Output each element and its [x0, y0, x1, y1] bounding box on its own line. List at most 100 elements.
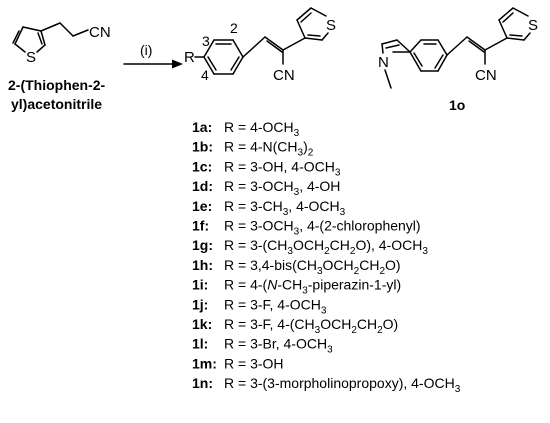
compound-id: 1k: — [192, 316, 212, 332]
substituent-text: , 4-(2-chlorophenyl) — [299, 218, 420, 234]
substituent-text: N — [267, 277, 278, 293]
substituent-text: OCH — [320, 316, 351, 332]
subscript: 2 — [350, 246, 356, 257]
subscript: 3 — [335, 167, 341, 178]
subscript: 2 — [324, 246, 330, 257]
substituent-text: R = 3-OCH — [224, 178, 294, 194]
subscript: 3 — [302, 286, 308, 297]
subscript: 2 — [377, 325, 383, 336]
substituent-row: 1i: R = 4-(N-CH3-piperazin-1-yl) — [192, 277, 401, 297]
subscript: 3 — [315, 325, 321, 336]
general-product-structure — [194, 7, 329, 75]
reaction-arrow — [123, 59, 183, 69]
substituent-row: 1k:R = 3-F, 4-(CH3OCH2CH2O) — [192, 316, 398, 336]
subscript: 3 — [317, 266, 323, 277]
subscript: 3 — [294, 128, 300, 139]
reactant-structure: S CN — [12, 22, 111, 66]
substituent-text: R = 3-(CH — [224, 237, 287, 253]
substituent-text: R = 3-OH, 4-OCH — [224, 158, 335, 174]
subscript: 2 — [308, 148, 314, 159]
compound-1o-label: 1o — [449, 97, 465, 113]
compound-id: 1a: — [192, 119, 212, 135]
compound-1o-nitrile-label: CN — [475, 67, 497, 84]
subscript: 3 — [422, 246, 428, 257]
substituent-text: CH — [357, 316, 377, 332]
reactant-name-line1: 2-(Thiophen-2- — [8, 77, 106, 93]
compound-id: 1h: — [192, 257, 213, 273]
substituent-row: 1l:R = 3-Br, 4-OCH3 — [192, 336, 333, 356]
subscript: 3 — [294, 227, 300, 238]
substituent-row: 1h:R = 3,4-bis(CH3OCH2CH2O) — [192, 257, 401, 277]
substituent-text: CH — [359, 257, 379, 273]
substituent-text: R = 3,4-bis(CH — [224, 257, 317, 273]
substituent-text: -CH — [277, 277, 302, 293]
compound-id: 1d: — [192, 178, 213, 194]
compound-id: 1g: — [192, 237, 213, 253]
product-r-label: R — [184, 49, 195, 66]
subscript: 3 — [327, 345, 333, 356]
substituent-row: 1b: R = 4-N(CH3)2 — [192, 139, 314, 159]
subscript: 2 — [379, 266, 385, 277]
subscript: 3 — [455, 384, 461, 395]
compound-id: 1j: — [192, 296, 208, 312]
compound-1o-thiophene-ring — [498, 7, 531, 41]
substituent-row: 1d: R = 3-OCH3, 4-OH — [192, 178, 340, 198]
substituent-text: OCH — [293, 237, 324, 253]
substituent-text: R = 4-N(CH — [224, 139, 298, 155]
position-4-label: 4 — [201, 67, 209, 83]
substituent-text: R = 4-( — [224, 277, 268, 293]
compound-id: 1e: — [192, 198, 212, 214]
substituent-text: O) — [383, 316, 399, 332]
indole-benzene-ring — [409, 39, 448, 72]
compound-1o-structure — [381, 7, 531, 89]
compound-id: 1b: — [192, 139, 213, 155]
subscript: 3 — [340, 207, 346, 218]
subscript: 3 — [294, 187, 300, 198]
substituent-row: 1n: R = 3-(3-morpholinopropoxy), 4-OCH3 — [192, 375, 461, 395]
substituent-text: R = 3-(3-morpholinopropoxy), 4-OCH — [224, 375, 455, 391]
compound-1o-nitrogen-label: N — [378, 54, 389, 71]
product-thiophene-ring — [296, 7, 329, 41]
compound-id: 1c: — [192, 158, 212, 174]
subscript: 2 — [351, 325, 357, 336]
substituent-row: 1a: R = 4-OCH3 — [192, 119, 300, 139]
substituent-text: R = 3-F, 4-OCH — [224, 296, 321, 312]
compound-id: 1m: — [192, 355, 217, 371]
reactant-name-line2: yl)acetonitrile — [11, 96, 102, 112]
substituent-text: R = 3-F, 4-(CH — [224, 316, 315, 332]
substituent-text: , 4-OH — [299, 178, 340, 194]
substituent-text: R = 3-OCH — [224, 218, 294, 234]
vinyl-linker — [242, 36, 306, 65]
substituent-text: R = 3-Br, 4-OCH — [224, 336, 327, 352]
subscript: 3 — [298, 148, 304, 159]
subscript: 3 — [321, 305, 327, 316]
benzene-ring — [203, 39, 244, 75]
arrow-reagent-label: (i) — [140, 42, 152, 58]
compound-1o-sulfur-label: S — [528, 17, 538, 34]
substituent-text: -piperazin-1-yl) — [308, 277, 401, 293]
substituent-row: 1j: R = 3-F, 4-OCH3 — [192, 296, 327, 316]
thiophene-ring — [12, 26, 46, 53]
subscript: 2 — [354, 266, 360, 277]
substituent-text: R = 4-OCH — [224, 119, 294, 135]
subscript: 3 — [283, 207, 289, 218]
position-3-label: 3 — [202, 33, 210, 49]
compound-id: 1n: — [192, 375, 213, 391]
compound-id: 1f: — [192, 218, 209, 234]
substituent-text: , 4-OCH — [288, 198, 339, 214]
substituent-text: R = 3-CH — [224, 198, 283, 214]
indole-pyrrole-ring — [381, 39, 411, 54]
reactant-nitrile-label: CN — [89, 24, 111, 41]
position-2-label: 2 — [230, 20, 238, 36]
substituent-text: R = 3-OH — [224, 355, 284, 371]
compound-id: 1i: — [192, 277, 208, 293]
substituent-text: CH — [330, 237, 350, 253]
acetonitrile-chain — [40, 22, 89, 37]
substituent-text: OCH — [323, 257, 354, 273]
substituent-row: 1m: R = 3-OH — [192, 355, 284, 371]
substituent-text: ) — [303, 139, 308, 155]
substituent-text: O) — [385, 257, 401, 273]
substituent-row: 1e:R = 3-CH3, 4-OCH3 — [192, 198, 346, 218]
